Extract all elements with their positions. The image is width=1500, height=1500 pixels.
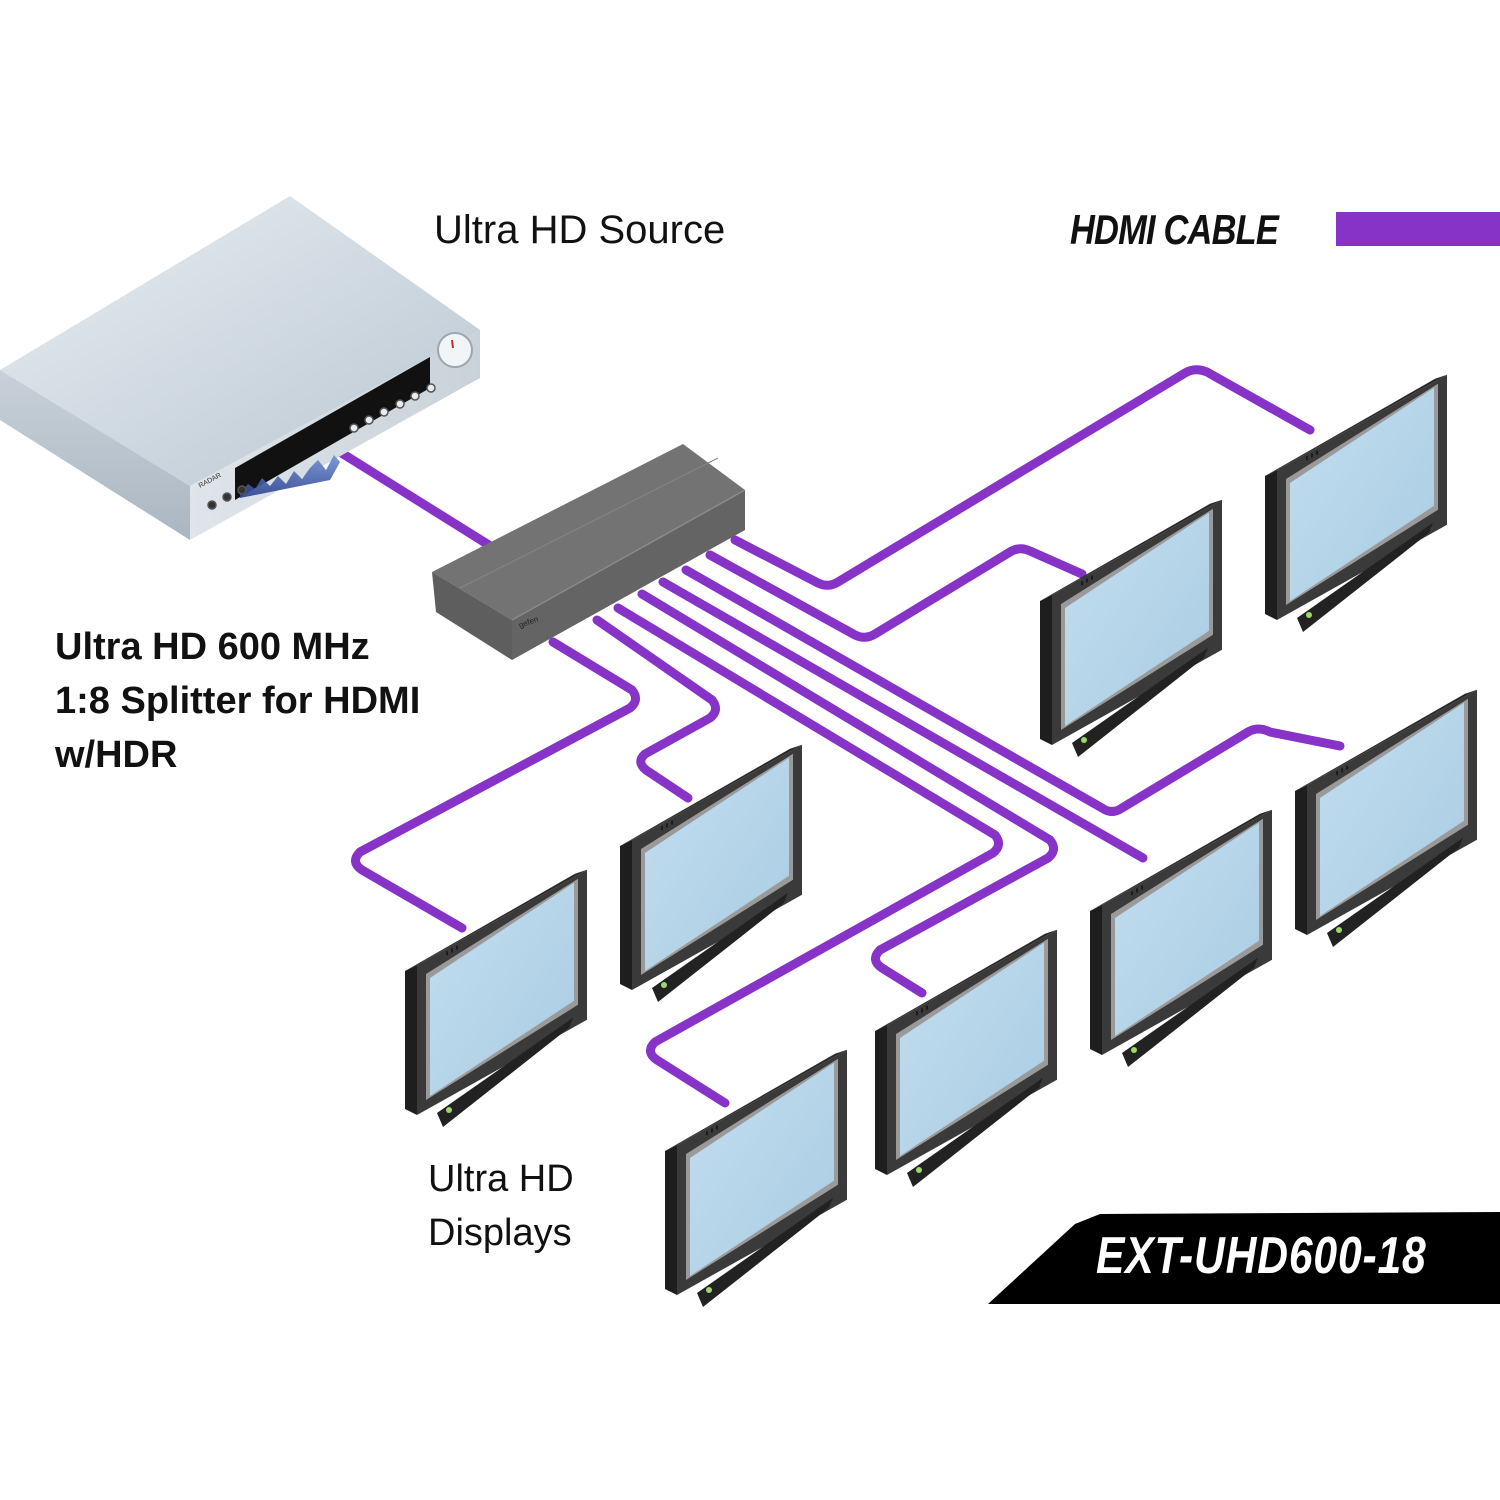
monitor-side <box>665 1145 677 1295</box>
monitor-side <box>620 840 632 990</box>
monitor-power-led <box>1081 737 1087 743</box>
monitor-power-led <box>446 1107 452 1113</box>
monitor-side <box>875 1025 887 1175</box>
hdmi-cables <box>335 365 1345 1108</box>
display-7 <box>1090 809 1272 1067</box>
monitor-base <box>1122 957 1258 1067</box>
monitor-screen <box>1065 512 1209 726</box>
monitor-top-edge <box>620 744 802 846</box>
cable-splitter-output-8 <box>730 365 1315 590</box>
display-3 <box>665 1049 847 1307</box>
monitor-top-edge <box>1265 374 1447 476</box>
splitter-label-line-3: w/HDR <box>55 734 178 776</box>
monitor-screen <box>1290 387 1434 601</box>
monitor-power-led <box>1336 927 1342 933</box>
monitor-top-edge <box>665 1049 847 1151</box>
source-volume-knob <box>437 332 473 368</box>
splitter-label-line-2: 1:8 Splitter for HDMI <box>55 680 421 722</box>
cable-splitter-output-2 <box>592 615 720 803</box>
monitor-side <box>405 965 417 1115</box>
monitor-screen <box>1115 822 1259 1036</box>
source-display-window <box>235 357 430 500</box>
legend-cable-swatch <box>1336 212 1500 246</box>
source-eq-bars <box>240 455 340 498</box>
monitor-top-edge <box>405 869 587 971</box>
monitor-top-edge <box>1040 499 1222 601</box>
displays-label-line-1: Ultra HD <box>428 1158 574 1200</box>
monitor-side <box>1040 595 1052 745</box>
monitor-screen <box>430 882 574 1096</box>
legend-hdmi-cable-label: HDMI CABLE <box>1070 206 1279 253</box>
cable-splitter-output-7 <box>705 544 1087 642</box>
splitter-label: Ultra HD 600 MHz 1:8 Splitter for HDMI w… <box>55 620 420 782</box>
source-label: Ultra HD Source <box>434 208 726 252</box>
monitor-base <box>697 1197 833 1307</box>
monitor-base <box>437 1017 573 1127</box>
monitor-screen <box>690 1062 834 1276</box>
monitor-power-led <box>661 982 667 988</box>
display-6 <box>1265 374 1447 632</box>
splitter-groove <box>459 457 719 589</box>
cable-splitter-output-4 <box>637 589 1058 998</box>
monitor-side <box>1265 470 1277 620</box>
splitter-front-face <box>512 490 745 660</box>
splitter-device: gefen <box>432 444 746 660</box>
monitor-base <box>652 892 788 1002</box>
source-left-face <box>0 370 190 540</box>
monitor-power-led <box>916 1167 922 1173</box>
monitor-side <box>1090 905 1102 1055</box>
display-4 <box>875 929 1057 1187</box>
cable-splitter-output-1 <box>351 637 640 933</box>
monitor-power-led <box>1131 1047 1137 1053</box>
display-1 <box>405 869 587 1127</box>
displays-label-line-2: Displays <box>428 1212 572 1254</box>
monitor-base <box>907 1077 1043 1187</box>
splitter-left-face <box>432 572 512 660</box>
splitter-top-face <box>432 444 745 620</box>
cable-splitter-output-6 <box>681 565 1345 816</box>
ultra-hd-source-device: RADAR <box>0 196 480 540</box>
monitor-screen <box>645 757 789 971</box>
monitor-top-edge <box>1295 689 1477 791</box>
monitor-base <box>1297 522 1433 632</box>
display-8 <box>1295 689 1477 947</box>
displays-label: Ultra HD Displays <box>428 1152 574 1260</box>
splitter-edge-line <box>511 489 746 621</box>
source-front-buttons <box>207 383 436 510</box>
splitter-label-line-1: Ultra HD 600 MHz <box>55 626 370 668</box>
displays-group <box>405 374 1477 1307</box>
monitor-screen <box>1320 702 1464 916</box>
monitor-top-edge <box>875 929 1057 1031</box>
model-tab-background <box>988 1212 1500 1304</box>
monitor-screen <box>900 942 1044 1156</box>
cable-splitter-output-3 <box>613 603 1003 1108</box>
display-5 <box>1040 499 1222 757</box>
cable-source-to-splitter <box>335 447 497 552</box>
monitor-power-led <box>1306 612 1312 618</box>
monitor-top-edge <box>1090 809 1272 911</box>
monitor-base <box>1072 647 1208 757</box>
display-2 <box>620 744 802 1002</box>
source-knob-marker <box>451 339 454 349</box>
cable-splitter-output-5 <box>658 577 1148 863</box>
source-top-face <box>0 196 480 486</box>
monitor-side <box>1295 785 1307 935</box>
model-number: EXT-UHD600-18 <box>1096 1227 1427 1285</box>
monitor-power-led <box>706 1287 712 1293</box>
monitor-base <box>1327 837 1463 947</box>
